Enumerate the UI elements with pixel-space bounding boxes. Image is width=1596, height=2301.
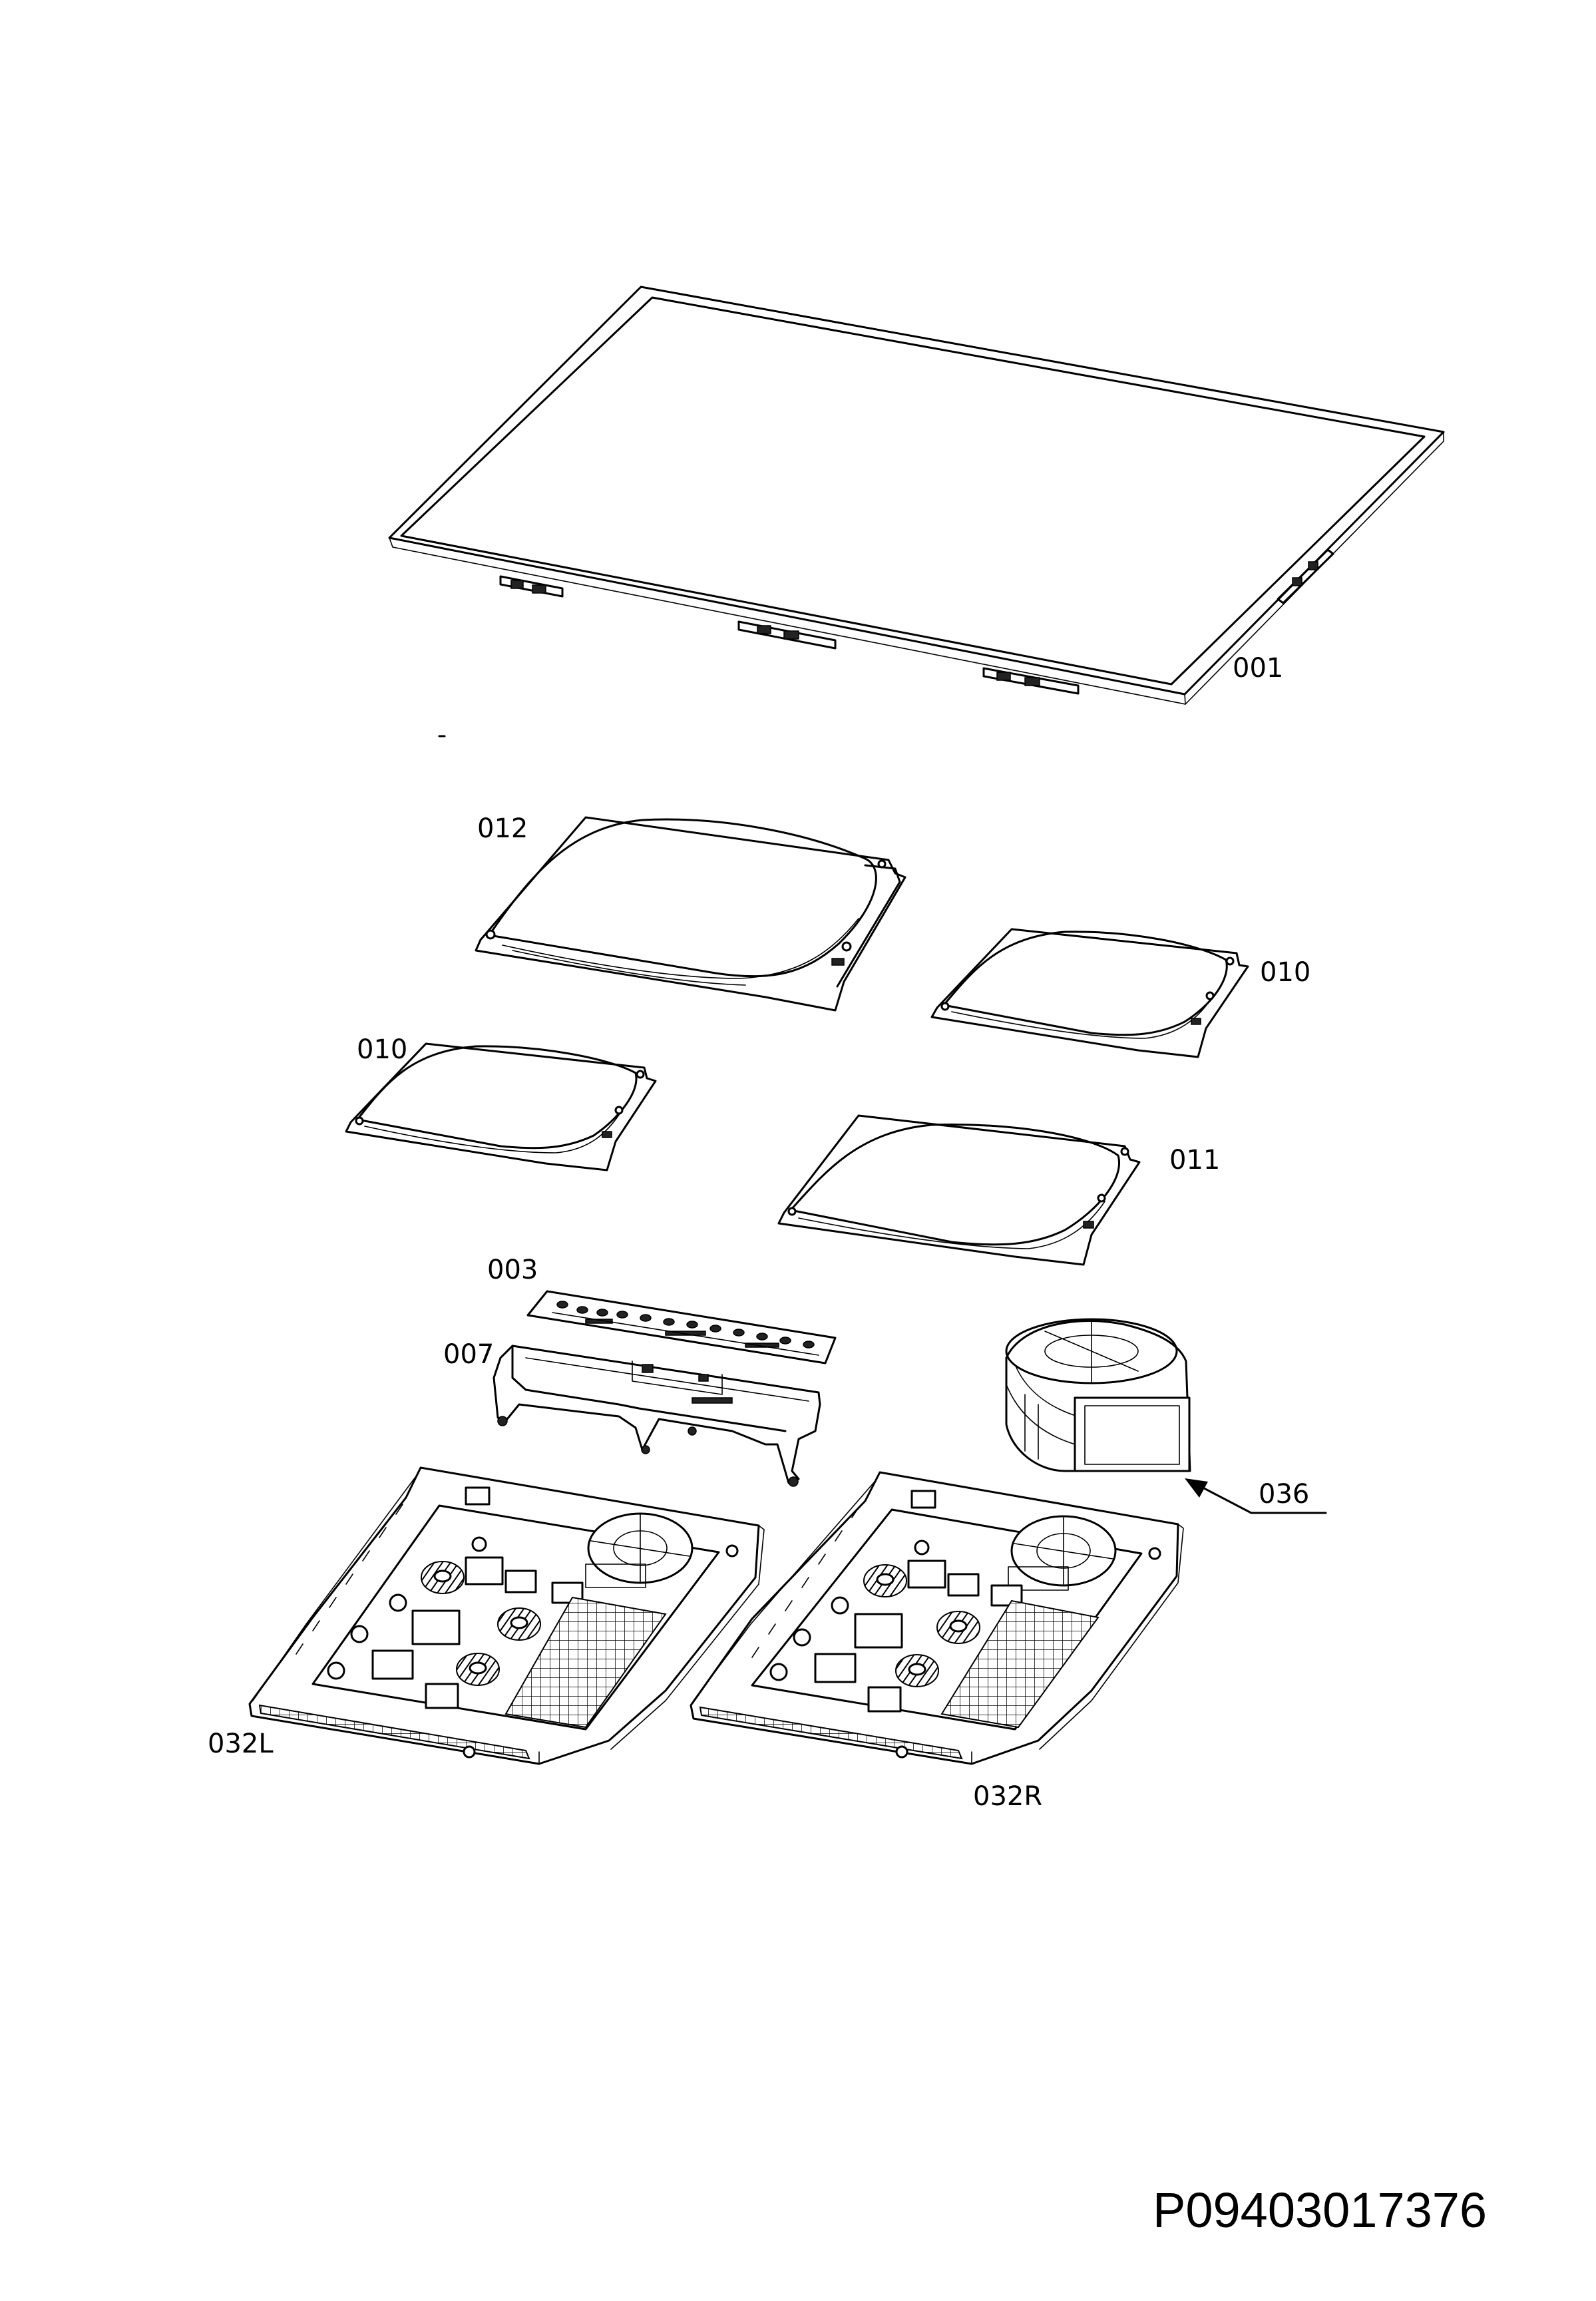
part-010-induction-coil-left: [345, 1042, 657, 1171]
heat-sink: [940, 1599, 1099, 1729]
label-032L: 032L: [208, 1729, 274, 1759]
label-032R: 032R: [973, 1781, 1042, 1812]
label-003: 003: [487, 1255, 538, 1285]
frame-clips: [499, 548, 1334, 695]
part-012-induction-coil: [475, 816, 906, 1012]
part-032L-power-board: [248, 1466, 765, 1765]
label-011: 011: [1169, 1145, 1220, 1175]
label-001: 001: [1233, 653, 1283, 684]
heat-sink: [504, 1596, 667, 1729]
power-board-fan: [1008, 1515, 1117, 1591]
part-010-induction-coil-right: [930, 928, 1249, 1058]
label-010-left: 010: [357, 1034, 407, 1065]
part-011-induction-coil: [777, 1114, 1141, 1266]
label-010-right: 010: [1260, 957, 1310, 988]
part-003-control-board: [526, 1290, 837, 1364]
part-007-board-holder: [493, 1345, 821, 1487]
terminal-strip: [258, 1704, 530, 1760]
control-board-keys: [552, 1301, 819, 1356]
power-board-fan: [585, 1512, 694, 1588]
terminal-strip: [699, 1706, 963, 1760]
part-036-cooling-fan: [1005, 1318, 1191, 1472]
part-001-glass-top: [388, 286, 1445, 705]
arrow-036-head: [1185, 1478, 1208, 1498]
label-036: 036: [1259, 1479, 1309, 1510]
part-032R-power-board: [690, 1471, 1184, 1765]
label-007: 007: [443, 1339, 494, 1370]
document-number: P09403017376: [1153, 2183, 1487, 2238]
label-012: 012: [477, 813, 528, 844]
